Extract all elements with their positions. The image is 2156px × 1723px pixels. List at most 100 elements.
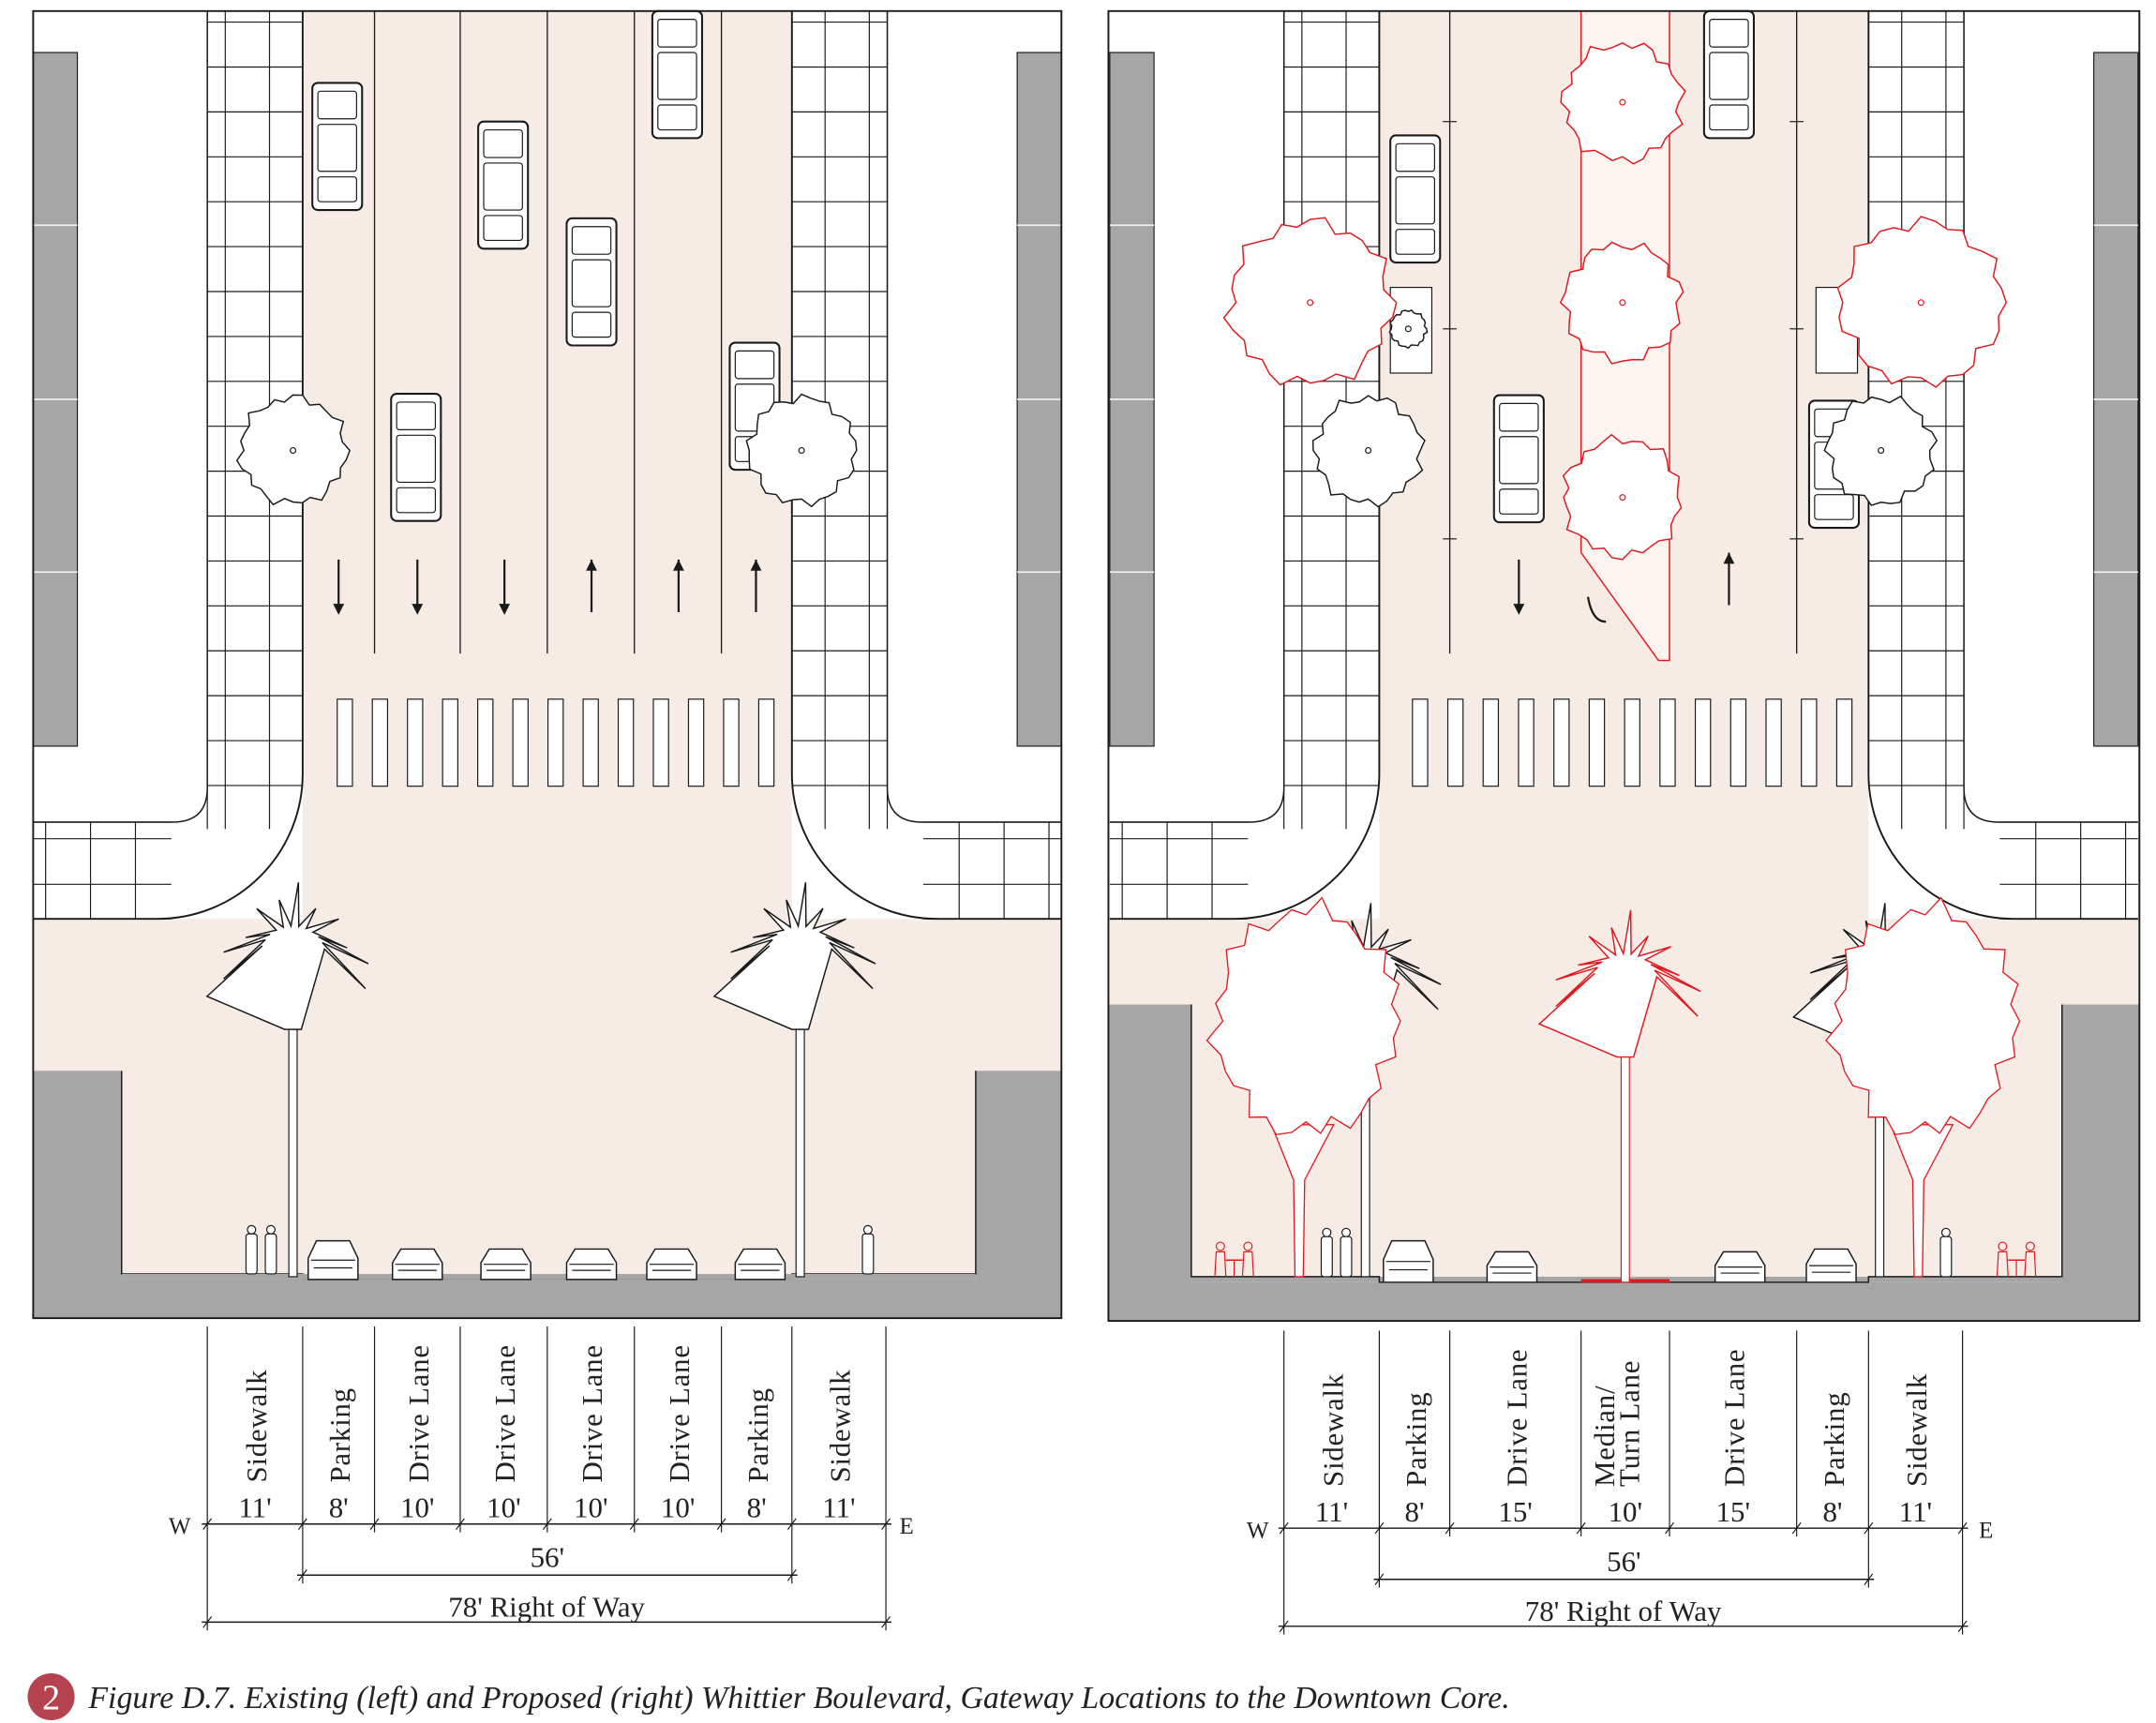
car-hood xyxy=(1395,142,1435,172)
street-tree-elevation xyxy=(1825,896,2021,1278)
curb-to-curb-label: 56' xyxy=(531,1540,565,1573)
car-elevation-icon xyxy=(646,1248,697,1281)
west-label: W xyxy=(169,1514,191,1539)
car-plan-icon xyxy=(311,82,364,212)
arrow-down-icon xyxy=(499,559,511,615)
head xyxy=(862,1224,873,1235)
dimension-column: 8'Parking xyxy=(1400,1392,1432,1528)
column-width: 8' xyxy=(747,1491,767,1523)
dimension-tick xyxy=(881,1518,891,1531)
west-label: W xyxy=(1247,1518,1269,1543)
palm-tree xyxy=(1537,909,1701,1283)
car-roof xyxy=(657,52,697,100)
car-trunk xyxy=(483,215,523,242)
body xyxy=(1939,1236,1953,1278)
crosswalk xyxy=(1412,698,1853,787)
crosswalk-stripe xyxy=(1588,698,1606,787)
dimension-tick xyxy=(1665,1521,1674,1535)
tree-canopy xyxy=(1311,395,1426,508)
tree-canopy xyxy=(1825,896,2021,1135)
car-trunk xyxy=(317,176,357,202)
dimension-tick xyxy=(1445,1521,1455,1535)
crosswalk-stripe xyxy=(337,698,353,787)
dimension-column: 10'Median/Turn Lane xyxy=(1588,1360,1646,1528)
car-trunk xyxy=(1814,494,1854,520)
tree-canopy xyxy=(1222,217,1398,386)
head xyxy=(1940,1227,1951,1237)
arrow-down-icon xyxy=(1513,559,1525,615)
crosswalk-stripe xyxy=(477,698,494,787)
pedestrian-icon xyxy=(861,1224,875,1275)
figure-number-badge xyxy=(27,1672,75,1721)
dimension-tick xyxy=(881,1616,891,1628)
existing-street-panel xyxy=(32,9,1063,1320)
car-hood xyxy=(734,350,775,380)
head xyxy=(247,1224,257,1235)
dimension-column: 15'Drive Lane xyxy=(1498,1349,1533,1528)
property-line xyxy=(33,10,208,823)
crosswalk-stripe xyxy=(1553,698,1570,787)
dimension-tick xyxy=(1279,1521,1289,1535)
crosswalk-stripe xyxy=(1765,698,1782,787)
car-elevation-icon xyxy=(1805,1248,1857,1283)
dimension-tick xyxy=(1791,1521,1802,1535)
tree-canopy xyxy=(1388,309,1429,350)
tree-canopy xyxy=(1560,42,1686,165)
tree-canopy xyxy=(1205,896,1401,1135)
column-label: Sidewalk xyxy=(1316,1373,1349,1487)
arrow-head xyxy=(673,559,684,571)
crosswalk-stripe xyxy=(582,698,599,787)
crosswalk-stripe xyxy=(1446,698,1464,787)
proposed-street-panel xyxy=(1107,9,2141,1323)
dimension-tick xyxy=(716,1518,726,1531)
palm-fronds xyxy=(205,882,369,1030)
tree-plan-icon xyxy=(1311,395,1426,508)
column-label: Parking xyxy=(323,1387,356,1482)
crosswalk-stripe xyxy=(723,698,740,787)
curb-line xyxy=(790,10,1062,921)
column-label: Drive Lane xyxy=(488,1344,521,1482)
tree-canopy xyxy=(1823,395,1939,506)
palm-fronds xyxy=(712,882,876,1030)
column-width: 15' xyxy=(1716,1495,1751,1528)
tree-canopy xyxy=(1559,241,1684,365)
car-hood xyxy=(317,90,357,120)
tree-trunk-marker xyxy=(1917,299,1924,307)
crosswalk-stripe xyxy=(1835,698,1853,787)
tree-canopy xyxy=(1562,433,1683,561)
car-plan-icon xyxy=(565,217,618,347)
right-of-way-label: 78' Right of Way xyxy=(448,1591,645,1624)
crosswalk-stripe xyxy=(442,698,458,787)
column-width: 8' xyxy=(1404,1495,1424,1528)
pedestrian-icon xyxy=(245,1224,258,1275)
pedestrian-icon xyxy=(1340,1227,1353,1278)
panel-frame xyxy=(32,9,1063,1320)
palm-tree xyxy=(712,882,876,1278)
cafe-seating-icon xyxy=(1214,1241,1254,1277)
arrow-head xyxy=(750,559,762,571)
crosswalk xyxy=(337,698,775,787)
crosswalk-stripe xyxy=(757,698,775,787)
car-roof xyxy=(317,124,357,172)
column-label: Sidewalk xyxy=(824,1370,857,1483)
arrow-up-icon xyxy=(673,559,684,612)
column-width: 10' xyxy=(400,1491,435,1523)
dimension-column: 10'Drive Lane xyxy=(574,1344,608,1523)
diner-body xyxy=(2024,1251,2037,1277)
column-width: 11' xyxy=(822,1491,855,1523)
body xyxy=(264,1233,277,1275)
tree-trunk-marker xyxy=(1365,446,1372,455)
tree-trunk-marker xyxy=(1619,299,1626,307)
curb-line xyxy=(1109,10,1381,921)
car-trunk xyxy=(1499,488,1539,515)
crosswalk-stripe xyxy=(687,698,705,787)
diner-head xyxy=(2025,1241,2035,1251)
column-width: 10' xyxy=(1609,1495,1643,1528)
column-width: 15' xyxy=(1498,1495,1533,1528)
building-elevation xyxy=(975,1071,1062,1319)
car-elevation-icon xyxy=(1714,1251,1766,1283)
head xyxy=(1322,1227,1332,1237)
arrow-head xyxy=(586,559,597,571)
proposed-median-tree-icon xyxy=(1559,241,1684,365)
panel-frame xyxy=(1107,9,2141,1323)
